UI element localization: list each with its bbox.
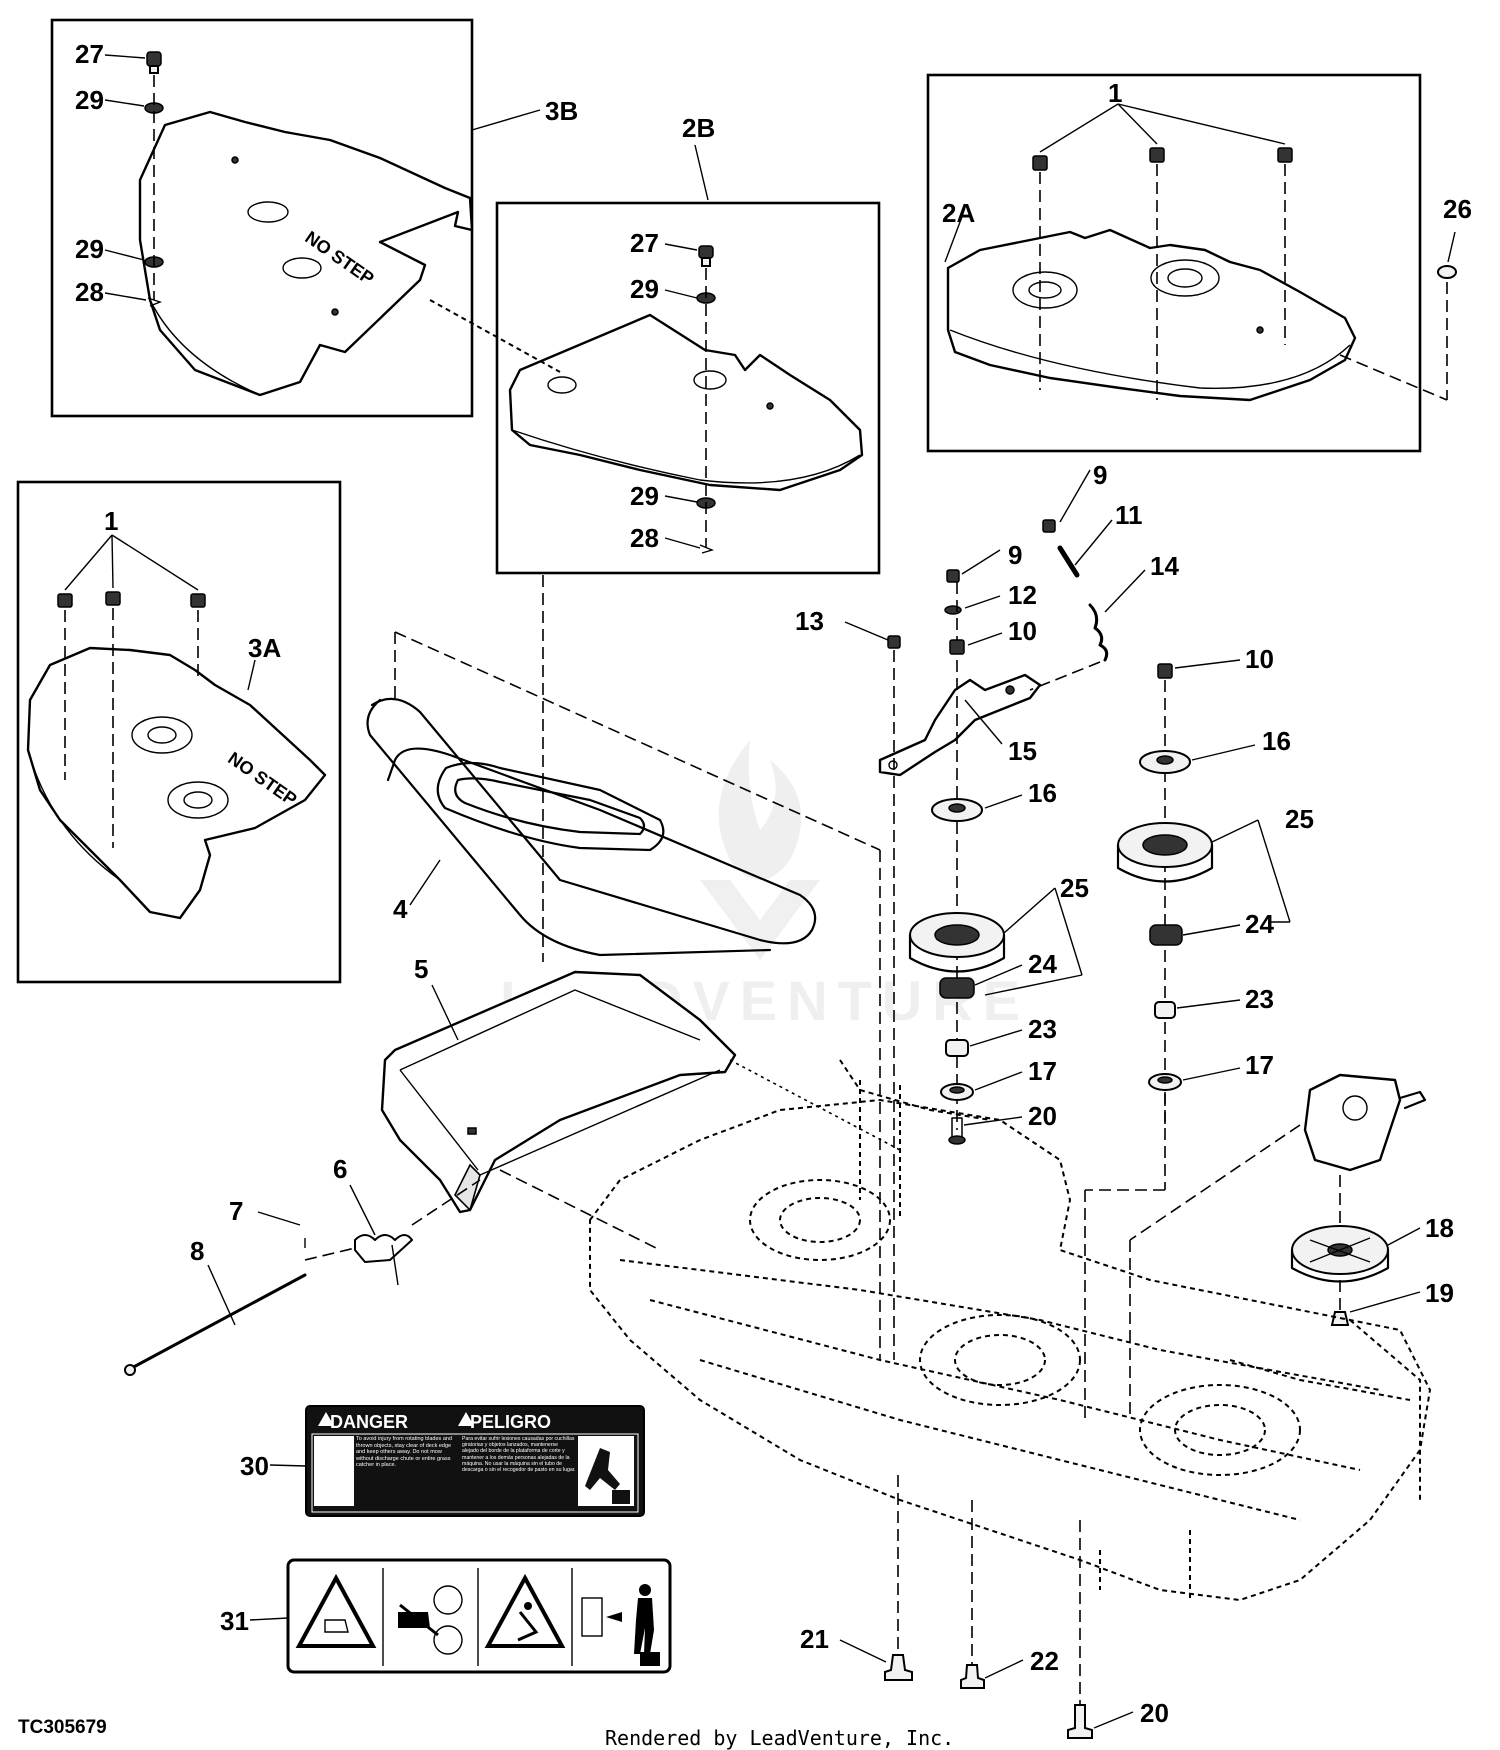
callout-23b: 23	[1245, 984, 1274, 1014]
inset-3a: NO STEP	[16, 480, 342, 984]
callout-2b: 2B	[682, 113, 715, 143]
callout-12: 12	[1008, 580, 1037, 610]
thrown-object-hazard-icon	[484, 1573, 566, 1648]
callout-28a: 28	[75, 277, 104, 307]
callout-14: 14	[1150, 551, 1179, 581]
left-idler-pulley-stack	[908, 660, 1006, 1145]
leader-lines	[104, 54, 1456, 1729]
callout-9a: 9	[1093, 460, 1107, 490]
blade-hazard-icon	[295, 1573, 377, 1648]
callout-5: 5	[414, 954, 428, 984]
inset-2b	[429, 201, 881, 575]
callout-21: 21	[800, 1624, 829, 1654]
decal-text-en: To avoid injury from rotating blades and…	[356, 1436, 452, 1468]
callout-20a: 20	[1028, 1101, 1057, 1131]
callout-8: 8	[190, 1236, 204, 1266]
danger-decal-30: DANGER PELIGRO To avoid injury from rota…	[305, 1405, 645, 1517]
gearbox-assembly	[1129, 1073, 1427, 1420]
callout-3b: 3B	[545, 96, 578, 126]
hinge-rod-assembly	[124, 1179, 481, 1376]
callout-17a: 17	[1028, 1056, 1057, 1086]
callout-22: 22	[1030, 1646, 1059, 1676]
callout-23a: 23	[1028, 1014, 1057, 1044]
footer-credit: Rendered by LeadVenture, Inc.	[605, 1726, 954, 1750]
drive-belts	[366, 575, 881, 1360]
decal-text-es: Para evitar sufrir lesiones causadas por…	[462, 1436, 576, 1474]
discharge-shield	[380, 970, 901, 1251]
no-hands-rotating-icon	[398, 1585, 463, 1655]
callout-16a: 16	[1028, 778, 1057, 808]
callout-19: 19	[1425, 1278, 1454, 1308]
right-idler-pulley-stack	[1084, 663, 1214, 1420]
callout-15: 15	[1008, 736, 1037, 766]
callout-10b: 10	[1245, 644, 1274, 674]
callout-3a: 3A	[248, 633, 281, 663]
decal-heading-en: DANGER	[330, 1412, 408, 1432]
callout-31: 31	[220, 1606, 249, 1636]
callout-29c: 29	[630, 274, 659, 304]
decal-heading-es: PELIGRO	[470, 1412, 551, 1432]
mower-deck-phantom	[589, 1059, 1432, 1705]
watermark-logo	[700, 740, 820, 960]
bottom-hardware	[884, 1654, 1093, 1739]
callout-4: 4	[393, 894, 408, 924]
callout-29d: 29	[630, 481, 659, 511]
callout-27a: 27	[75, 39, 104, 69]
callout-13: 13	[795, 606, 824, 636]
callout-10a: 10	[1008, 616, 1037, 646]
callout-7: 7	[229, 1196, 243, 1226]
callout-11: 11	[1115, 500, 1143, 530]
callout-24a: 24	[1028, 949, 1057, 979]
callout-26: 26	[1443, 194, 1472, 224]
inset-3b: NO STEP	[50, 18, 474, 418]
callout-9b: 9	[1008, 540, 1022, 570]
callout-18: 18	[1425, 1213, 1454, 1243]
callout-1b: 1	[1108, 78, 1122, 108]
callout-29a: 29	[75, 85, 104, 115]
safety-pictorial-decal-31	[286, 1558, 672, 1674]
callout-27b: 27	[630, 228, 659, 258]
callout-28b: 28	[630, 523, 659, 553]
callout-16b: 16	[1262, 726, 1291, 756]
idler-bracket-assembly	[878, 519, 1109, 1360]
callout-29b: 29	[75, 234, 104, 264]
callout-25a: 25	[1060, 873, 1089, 903]
callout-20b: 20	[1140, 1698, 1169, 1728]
callout-17b: 17	[1245, 1050, 1274, 1080]
callout-25b: 25	[1285, 804, 1314, 834]
keep-distance-icon	[581, 1584, 654, 1654]
callout-30: 30	[240, 1451, 269, 1481]
callout-6: 6	[333, 1154, 347, 1184]
callouts: 27 29 29 28 3B 2B 27 29 29 28 1 2A 26 1 …	[75, 39, 1472, 1728]
inset-2a	[926, 73, 1457, 453]
callout-1a: 1	[104, 506, 118, 536]
callout-2a: 2A	[942, 198, 975, 228]
figure-id: TC305679	[18, 1717, 107, 1738]
callout-24b: 24	[1245, 909, 1274, 939]
